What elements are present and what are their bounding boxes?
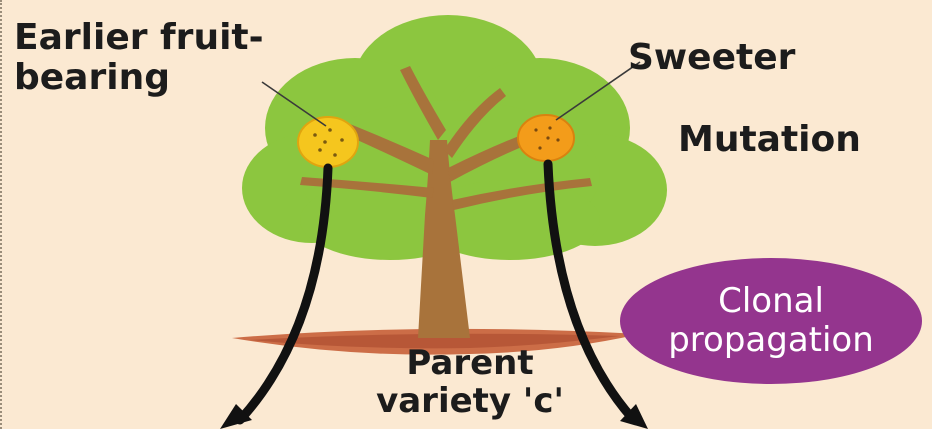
label-clonal-line1: Clonal — [718, 280, 824, 321]
label-parent-line1: Parent — [406, 343, 534, 383]
fruit-left-speckles — [313, 128, 344, 157]
label-parent-variety: Parent variety 'c' — [0, 344, 932, 420]
clonal-propagation-bubble — [620, 258, 922, 384]
label-clonal-line2: propagation — [668, 320, 874, 360]
label-earlier-fruit-bearing: Earlier fruit- bearing — [14, 17, 264, 99]
fruit-right-speckles — [534, 126, 560, 150]
arrow-right — [543, 159, 637, 423]
tree-trunk — [300, 66, 592, 338]
root-zone-shadow — [250, 333, 620, 349]
label-earlier-line2: bearing — [14, 57, 170, 99]
arrow-left — [235, 163, 333, 425]
leader-line-earlier — [261, 81, 327, 127]
left-border — [0, 0, 3, 429]
fruit-right — [517, 114, 575, 162]
label-sweeter: Sweeter — [628, 37, 796, 78]
label-earlier-line1: Earlier fruit- — [14, 17, 264, 58]
fruit-left — [297, 116, 359, 168]
label-mutation: Mutation — [678, 119, 861, 160]
arrowhead-right — [620, 404, 648, 429]
label-clonal-propagation: Clonal propagation — [622, 256, 920, 386]
arrowhead-left — [220, 404, 252, 429]
label-parent-line2: variety 'c' — [376, 381, 564, 422]
leader-line-sweeter — [555, 61, 641, 121]
